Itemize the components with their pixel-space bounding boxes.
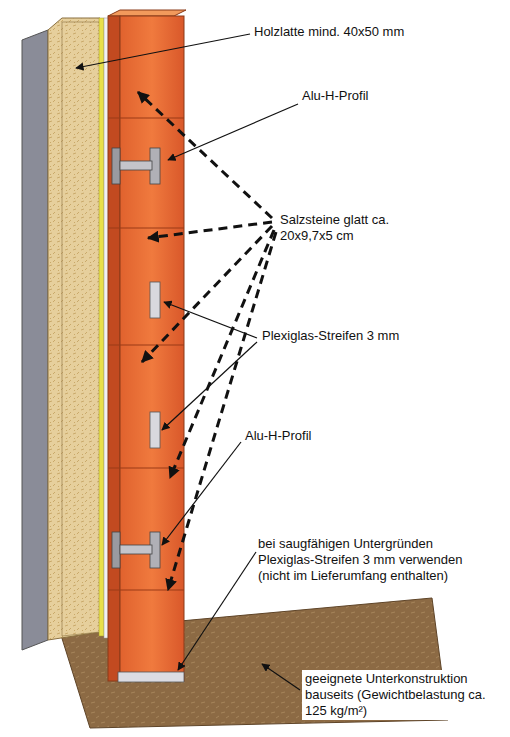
salt-brick-column [120,16,184,681]
leader-line [178,552,256,670]
brick-joints [108,118,184,590]
alu-h-profile [112,148,120,184]
brick-joint [108,227,184,228]
dashed-pointer [138,92,272,218]
brick-joint [108,117,184,118]
alu-h-profile [112,532,160,568]
brick-joint [108,344,184,345]
leader-line [168,104,298,160]
dashed-pointer [142,226,272,362]
leader-line [162,442,241,545]
alu-h-profile [120,161,152,170]
note-label: bei saugfähigen Untergründen Plexiglas-S… [258,536,490,584]
plexiglas-strip [118,672,184,682]
leader-line [76,34,250,68]
wall-board [22,30,48,650]
alu-h-profile [112,148,160,184]
yellow-layer [99,18,104,636]
leader-line [262,664,300,690]
wooden-batten [62,22,100,636]
plexiglas-strip [150,282,160,318]
callout-label: Plexiglas-Streifen 3 mm [262,328,462,344]
brick-joint [108,589,184,590]
brick-side [108,16,120,681]
callout-label: Holzlatte mind. 40x50 mm [254,24,484,40]
plexiglas-strip [150,412,160,448]
dashed-pointer [148,222,272,238]
callout-label: Salzsteine glatt ca. 20x9,7x5 cm [280,212,398,244]
note-label: geeignete Unterkonstruktion bauseits (Ge… [302,670,500,720]
callout-label: Alu-H-Profil [245,428,395,444]
osb-panel [48,18,100,640]
callout-label: Alu-H-Profil [302,88,452,104]
alu-h-profile [120,545,152,554]
brick-top [108,10,186,16]
alu-h-profile [112,532,120,568]
